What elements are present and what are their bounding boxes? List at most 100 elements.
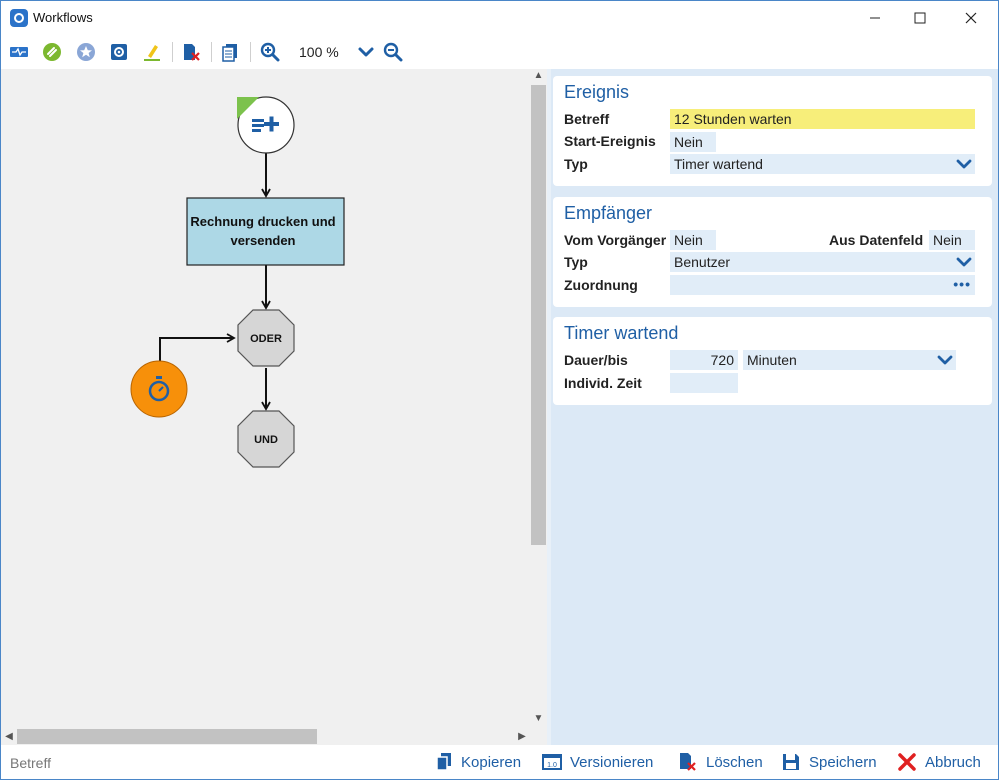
typ-select[interactable]: Timer wartend [670,154,975,174]
close-icon [965,12,977,24]
chevron-down-icon[interactable] [956,156,972,172]
delete-icon [680,753,696,771]
versionieren-button[interactable]: 1.0 Versionieren [542,752,653,772]
scroll-up-icon[interactable]: ▲ [533,70,544,81]
workflow-canvas[interactable]: Rechnung drucken und versenden ODER UND [1,69,530,728]
loeschen-label: Löschen [706,753,763,771]
gateway-and-label: UND [254,434,278,446]
zoom-out-button[interactable] [382,41,404,63]
delete-document-icon [184,44,200,61]
link-button[interactable] [41,41,63,63]
chevron-down-icon [358,47,374,57]
status-text: Betreff [10,755,51,771]
copy-document-button[interactable] [219,41,241,63]
gear-icon [111,44,127,60]
aus-datenfeld-label: Aus Datenfeld [829,232,924,248]
connector-timer-to-or[interactable] [159,333,236,361]
task-node[interactable]: Rechnung drucken und versenden [186,197,345,266]
app-logo-icon [10,9,28,27]
scroll-down-icon[interactable]: ▼ [533,713,544,724]
typ-select-value: Timer wartend [674,156,763,172]
empfaenger-typ-select[interactable]: Benutzer [670,252,975,272]
task-label-line1: Rechnung drucken und [190,214,335,229]
delete-document-button[interactable] [180,41,202,63]
more-options-icon[interactable]: ••• [953,276,971,292]
documents-icon [222,44,237,62]
versionieren-label: Versionieren [570,753,654,771]
list-add-icon [252,116,279,132]
version-icon: 1.0 [542,754,562,770]
properties-panel: Ereignis Betreff 12 Stunden warten Start… [551,69,998,745]
zoom-in-button[interactable] [259,41,281,63]
speichern-label: Speichern [809,753,877,771]
kopieren-button[interactable]: Kopieren [435,752,521,772]
start-event[interactable] [237,96,295,154]
settings-button[interactable] [108,41,130,63]
zuordnung-field[interactable]: ••• [670,275,975,295]
gateway-or[interactable]: ODER [237,309,295,367]
aus-datenfeld-field[interactable]: Nein [929,230,975,250]
window-title: Workflows [33,10,93,25]
toolbar-separator [250,42,251,62]
svg-text:1.0: 1.0 [547,762,557,769]
dauer-field[interactable]: 720 [670,350,738,370]
start-ereignis-label: Start-Ereignis [564,133,656,149]
maximize-button[interactable] [897,1,943,35]
canvas-horizontal-scrollbar[interactable]: ◀ ▶ [1,728,547,745]
task-label-line2: versenden [230,233,295,248]
stopwatch-icon [148,376,170,402]
timer-event[interactable] [130,360,188,418]
title-bar: Workflows [1,1,998,35]
dauer-label: Dauer/bis [564,352,628,368]
start-ereignis-field[interactable]: Nein [670,132,716,152]
timer-title: Timer wartend [564,323,679,343]
workflow-diagram: Rechnung drucken und versenden ODER UND [130,96,345,468]
scroll-right-icon[interactable]: ▶ [518,731,526,742]
vom-vorgaenger-label: Vom Vorgänger [564,232,667,248]
chevron-down-icon[interactable] [937,352,953,368]
speichern-button[interactable]: Speichern [781,752,877,772]
abbruch-button[interactable]: Abbruch [897,752,981,772]
empfaenger-typ-value: Benutzer [674,254,731,270]
gateway-and[interactable]: UND [237,410,295,468]
favorite-button[interactable] [75,41,97,63]
scroll-left-icon[interactable]: ◀ [5,731,13,742]
zoom-level: 100 % [299,44,339,60]
individ-zeit-field[interactable] [670,373,738,393]
highlighter-icon [144,45,160,61]
chevron-down-icon[interactable] [956,254,972,270]
abbruch-label: Abbruch [925,753,981,771]
empfaenger-title: Empfänger [564,203,653,223]
minimize-icon [870,17,880,19]
close-button[interactable] [948,1,994,35]
vertical-scroll-thumb[interactable] [531,85,546,545]
einheit-select[interactable]: Minuten [743,350,956,370]
activity-icon [10,47,28,57]
link-icon [43,43,61,61]
minimize-button[interactable] [852,1,898,35]
gateway-or-label: ODER [250,333,282,345]
zoom-out-icon [383,42,403,62]
betreff-label: Betreff [564,111,610,127]
cancel-icon [898,753,916,771]
activity-button[interactable] [8,41,30,63]
copy-icon [436,753,451,771]
star-icon [77,43,95,61]
horizontal-scroll-thumb[interactable] [17,729,317,744]
loeschen-button[interactable]: Löschen [678,752,763,772]
canvas-vertical-scrollbar[interactable]: ▲ ▼ [530,69,547,728]
toolbar-separator [172,42,173,62]
betreff-field[interactable]: 12 Stunden warten [670,109,975,129]
timer-section: Timer wartend Dauer/bis 720 Minuten Indi… [553,317,992,405]
empfaenger-typ-label: Typ [564,254,588,270]
panel-splitter[interactable] [547,69,551,745]
empfaenger-section: Empfänger Vom Vorgänger Nein Aus Datenfe… [553,197,992,307]
zoom-dropdown-button[interactable] [355,41,377,63]
typ-label: Typ [564,156,588,172]
toolbar: 100 % [1,35,998,69]
highlight-button[interactable] [141,41,163,63]
ereignis-title: Ereignis [564,82,630,102]
individ-zeit-label: Individ. Zeit [564,375,642,391]
vom-vorgaenger-field[interactable]: Nein [670,230,716,250]
